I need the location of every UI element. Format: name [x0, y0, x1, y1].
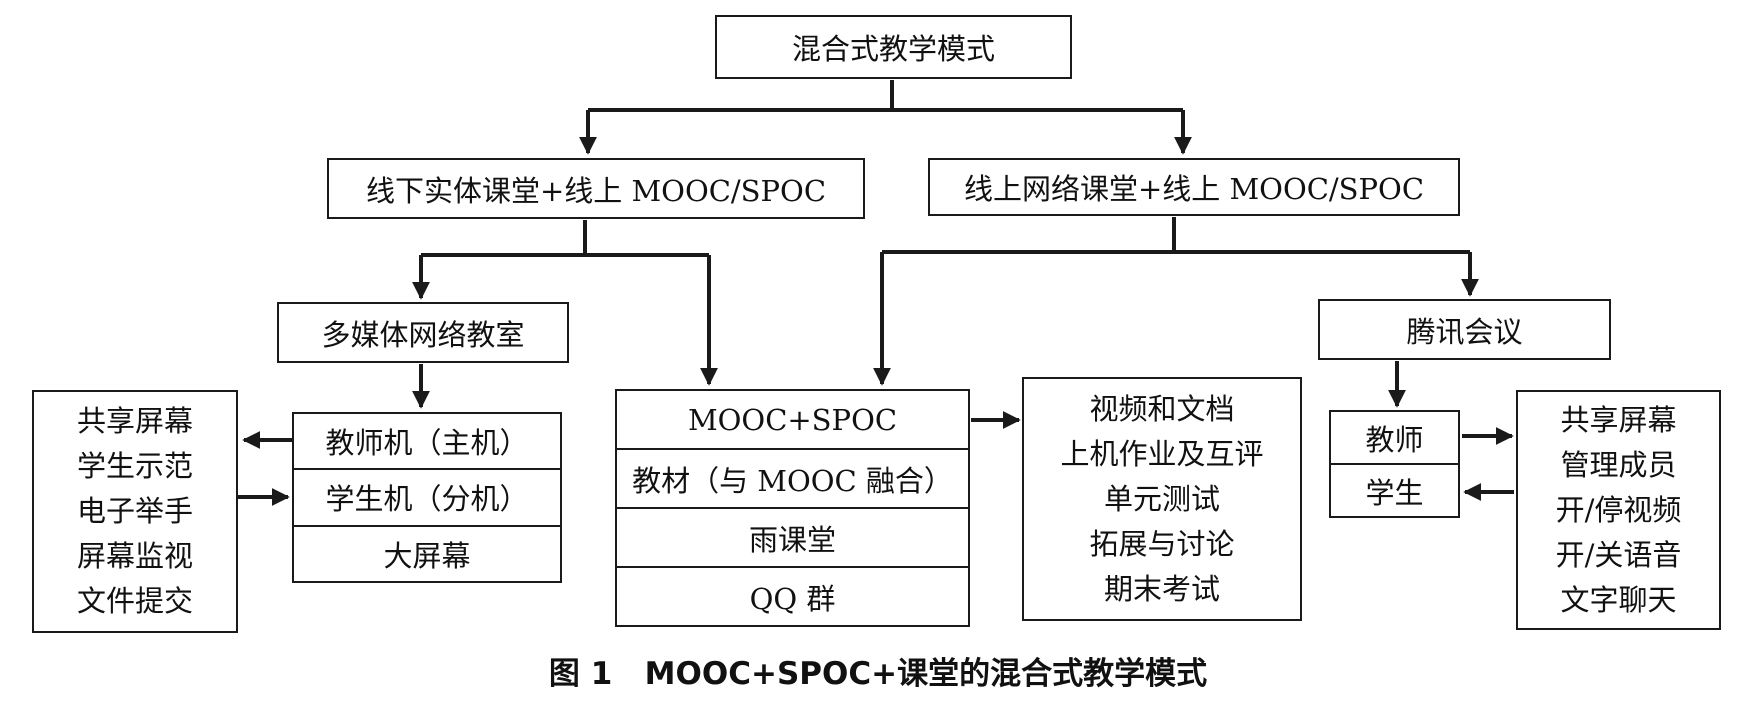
resource-item: 视频和文档: [1089, 391, 1235, 426]
meeting-function-item: 文字聊天: [1560, 582, 1677, 617]
function-item: 文件提交: [76, 584, 193, 618]
figure-caption: 图 1 MOOC+SPOC+课堂的混合式教学模式: [548, 656, 1208, 692]
roles-box: 教师 学生: [1329, 410, 1460, 518]
meeting-function-item: 开/关语音: [1555, 537, 1682, 572]
title-text: 混合式教学模式: [791, 32, 995, 66]
platform-box: MOOC+SPOC 教材（与 MOOC 融合） 雨课堂 QQ 群: [615, 389, 970, 627]
devices-box: 教师机（主机） 学生机（分机） 大屏幕: [292, 412, 562, 583]
device-big-screen: 大屏幕: [383, 538, 471, 573]
platform-item: MOOC+SPOC: [617, 391, 968, 450]
multimedia-functions-box: 共享屏幕 学生示范 电子举手 屏幕监视 文件提交: [32, 390, 238, 633]
platform-item: 教材（与 MOOC 融合）: [617, 450, 968, 509]
meeting-function-item: 管理成员: [1560, 447, 1677, 482]
offline-branch-box: 线下实体课堂+线上 MOOC/SPOC: [327, 158, 865, 219]
tencent-meeting-box: 腾讯会议: [1318, 299, 1611, 360]
title-box: 混合式教学模式: [715, 15, 1072, 79]
function-item: 学生示范: [76, 449, 193, 483]
meeting-functions-box: 共享屏幕 管理成员 开/停视频 开/关语音 文字聊天: [1516, 390, 1721, 630]
resource-item: 单元测试: [1103, 481, 1220, 516]
function-item: 电子举手: [76, 494, 193, 528]
platform-resources-box: 视频和文档 上机作业及互评 单元测试 拓展与讨论 期末考试: [1022, 377, 1302, 621]
function-item: 屏幕监视: [76, 539, 193, 573]
role-student: 学生: [1365, 475, 1424, 510]
multimedia-room-box: 多媒体网络教室: [277, 302, 569, 363]
function-item: 共享屏幕: [76, 404, 193, 438]
resource-item: 拓展与讨论: [1089, 526, 1235, 561]
multimedia-room-text: 多媒体网络教室: [321, 317, 525, 352]
platform-item: 雨课堂: [617, 509, 968, 568]
meeting-function-item: 开/停视频: [1555, 492, 1682, 527]
role-teacher: 教师: [1331, 412, 1458, 465]
resource-item: 上机作业及互评: [1060, 436, 1264, 471]
online-branch-text: 线上网络课堂+线上 MOOC/SPOC: [963, 172, 1425, 206]
offline-branch-text: 线下实体课堂+线上 MOOC/SPOC: [365, 173, 827, 208]
device-student-pc: 学生机（分机）: [294, 470, 560, 527]
platform-item: QQ 群: [749, 581, 836, 616]
resource-item: 期末考试: [1103, 571, 1220, 606]
online-branch-box: 线上网络课堂+线上 MOOC/SPOC: [928, 158, 1460, 216]
device-teacher-pc: 教师机（主机）: [294, 414, 560, 471]
tencent-meeting-text: 腾讯会议: [1406, 314, 1523, 349]
meeting-function-item: 共享屏幕: [1560, 402, 1677, 437]
